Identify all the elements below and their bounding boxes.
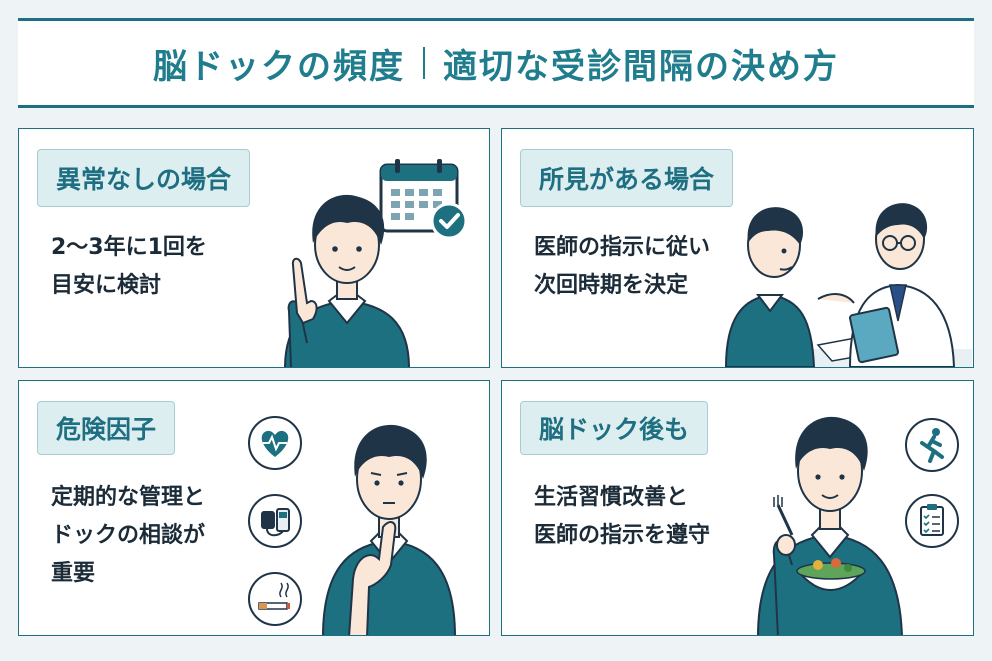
man-eating-salad-illustration (757, 416, 903, 635)
card-description: 生活習慣改善と 医師の指示を遵守 (534, 479, 710, 555)
clipboard-checklist-icon (905, 494, 959, 548)
title-sub: 適切な受診間隔の決め方 (443, 46, 839, 87)
card-description: 2～3年に1回を 目安に検討 (51, 229, 207, 305)
man-thinking-illustration (322, 424, 456, 635)
desc-line: 目安に検討 (51, 273, 162, 298)
doctor-consultation-illustration (724, 203, 972, 367)
running-person-icon (905, 418, 959, 472)
card-label: 危険因子 (37, 401, 176, 455)
desc-line: 生活習慣改善と (534, 485, 689, 510)
desc-line: 医師の指示を遵守 (534, 523, 711, 548)
man-pointing-illustration (284, 194, 410, 367)
card-after-checkup: 脳ドック後も 生活習慣改善と 医師の指示を遵守 (501, 380, 974, 636)
card-findings: 所見がある場合 医師の指示に従い 次回時期を決定 (501, 128, 974, 368)
card-risk-factors: 危険因子 定期的な管理と ドックの相談が 重要 (18, 380, 490, 636)
cigarette-icon (248, 572, 302, 626)
card-no-abnormality: 異常なしの場合 2～3年に1回を 目安に検討 (18, 128, 490, 368)
blood-pressure-monitor-icon (248, 494, 302, 548)
desc-line: 2～3年に1回を (51, 235, 207, 260)
page-header: 脳ドックの頻度 適切な受診間隔の決め方 (18, 18, 974, 108)
card-description: 定期的な管理と ドックの相談が 重要 (51, 479, 205, 593)
card-label: 所見がある場合 (520, 149, 734, 207)
desc-line: 重要 (51, 561, 96, 586)
desc-line: 定期的な管理と (51, 485, 206, 510)
heart-pulse-icon (248, 416, 302, 470)
page-title: 脳ドックの頻度 適切な受診間隔の決め方 (153, 39, 839, 88)
calendar-check-icon (379, 159, 468, 240)
card-label: 異常なしの場合 (37, 149, 251, 207)
card-description: 医師の指示に従い 次回時期を決定 (534, 229, 710, 305)
card-label: 脳ドック後も (520, 401, 709, 455)
desc-line: ドックの相談が (51, 523, 206, 548)
title-main: 脳ドックの頻度 (153, 46, 405, 87)
desc-line: 次回時期を決定 (534, 273, 689, 298)
title-divider (423, 47, 425, 79)
desc-line: 医師の指示に従い (534, 235, 711, 260)
